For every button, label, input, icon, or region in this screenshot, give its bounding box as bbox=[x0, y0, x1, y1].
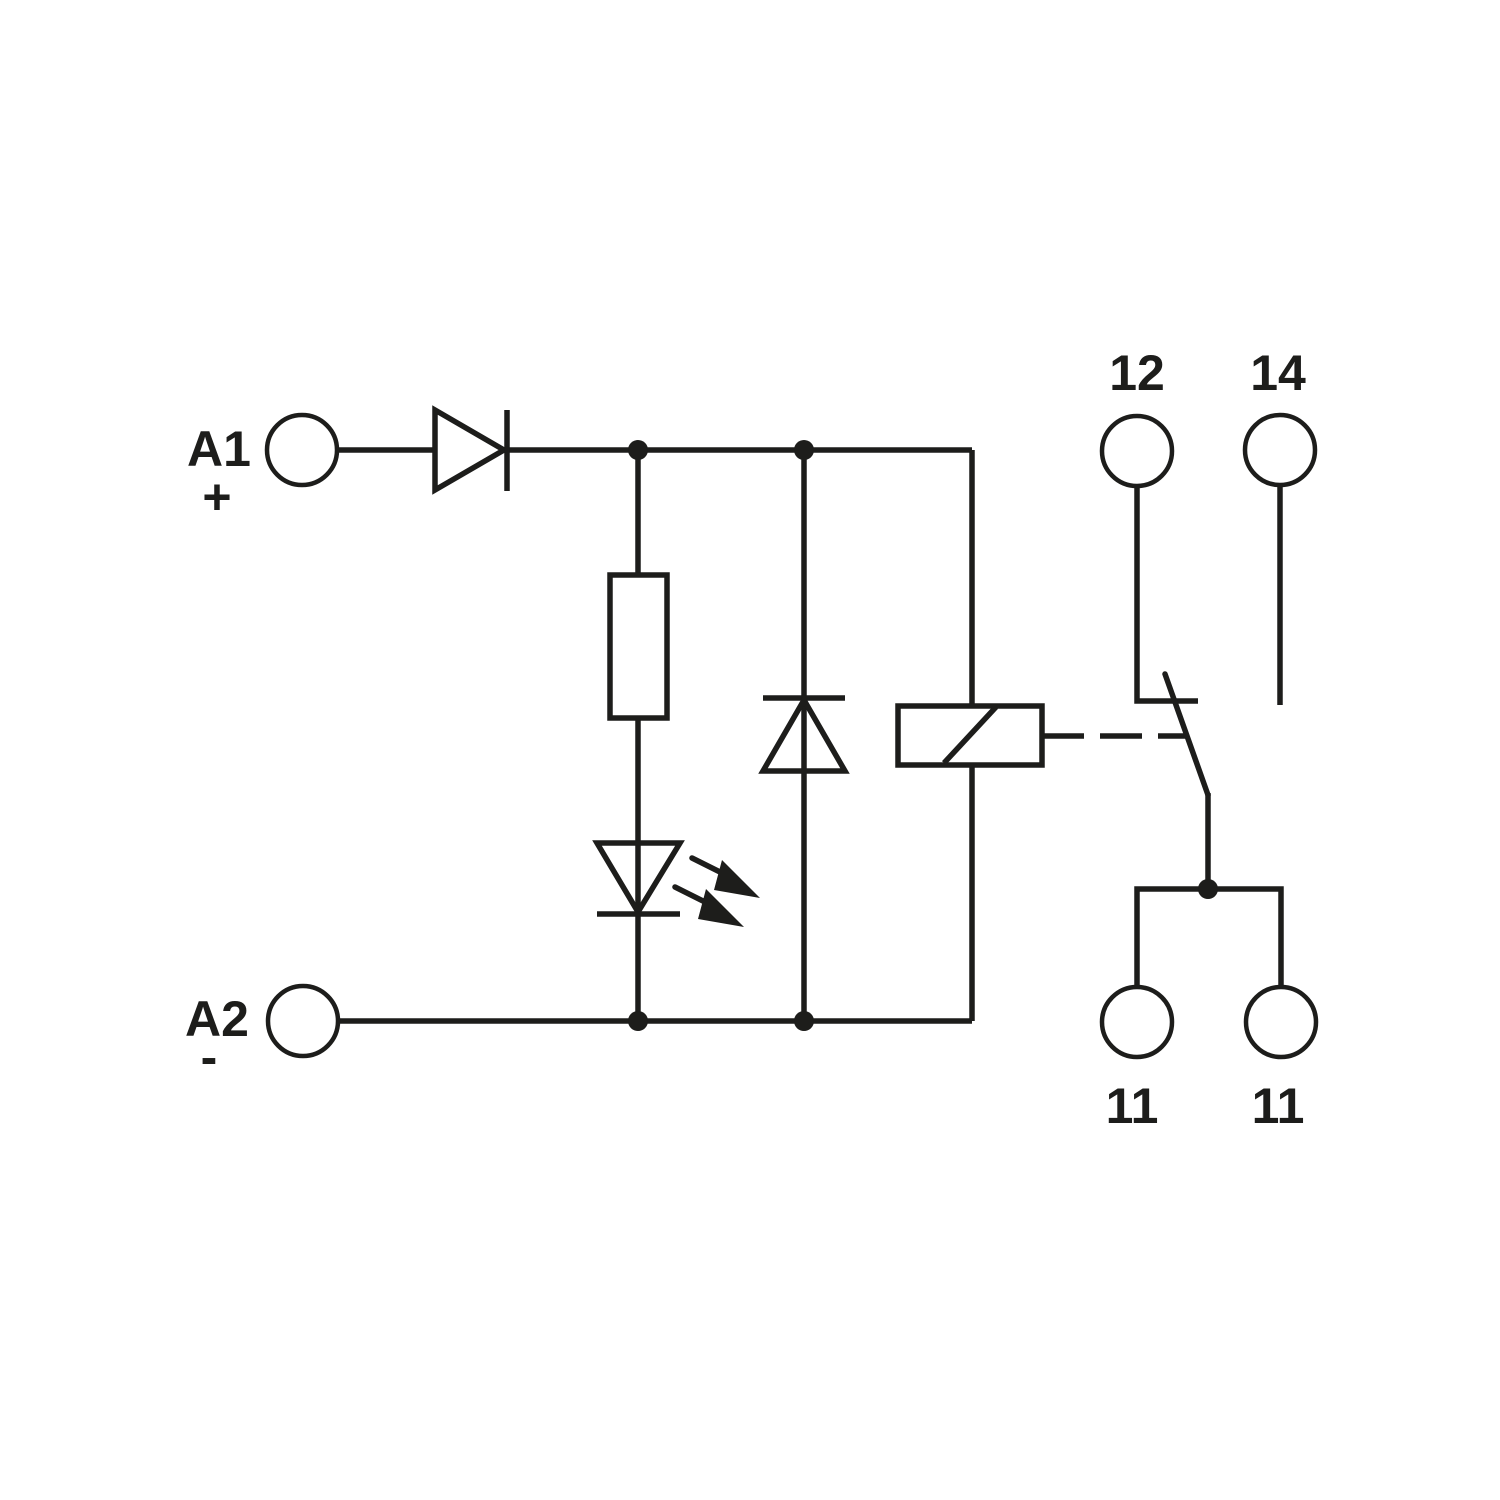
junction-dot bbox=[628, 440, 648, 460]
label-terminal-12: 12 bbox=[1109, 345, 1165, 401]
nc-contact-lever-icon bbox=[1162, 671, 1211, 889]
freewheeling-diode-icon bbox=[758, 694, 850, 774]
terminal-11-left bbox=[1099, 984, 1175, 1060]
led-icon bbox=[592, 840, 685, 918]
label-terminal-a1: A1 bbox=[187, 421, 251, 477]
junction-dot bbox=[794, 1011, 814, 1031]
label-terminal-11-right: 11 bbox=[1252, 1078, 1305, 1134]
series-diode-icon bbox=[432, 405, 510, 495]
junction-dot bbox=[628, 1011, 648, 1031]
label-terminal-11-left: 11 bbox=[1106, 1078, 1159, 1134]
wire-terminal-12-nc-contact bbox=[1134, 486, 1198, 704]
junction-dot bbox=[794, 440, 814, 460]
terminal-14 bbox=[1242, 412, 1318, 488]
resistor-icon bbox=[607, 572, 670, 721]
terminal-12 bbox=[1099, 413, 1175, 489]
label-terminal-a2: A2 bbox=[185, 991, 249, 1047]
junction-dot bbox=[1198, 879, 1218, 899]
terminal-a1 bbox=[264, 412, 340, 488]
label-terminal-14: 14 bbox=[1250, 345, 1306, 401]
led-light-arrows-icon bbox=[672, 855, 760, 927]
terminal-11-right bbox=[1243, 984, 1319, 1060]
wire-common-11-bus bbox=[1134, 886, 1284, 987]
label-polarity-minus: - bbox=[201, 1029, 218, 1085]
label-polarity-plus: + bbox=[202, 469, 231, 525]
relay-coil-icon bbox=[895, 703, 1045, 768]
terminal-a2 bbox=[265, 983, 341, 1059]
